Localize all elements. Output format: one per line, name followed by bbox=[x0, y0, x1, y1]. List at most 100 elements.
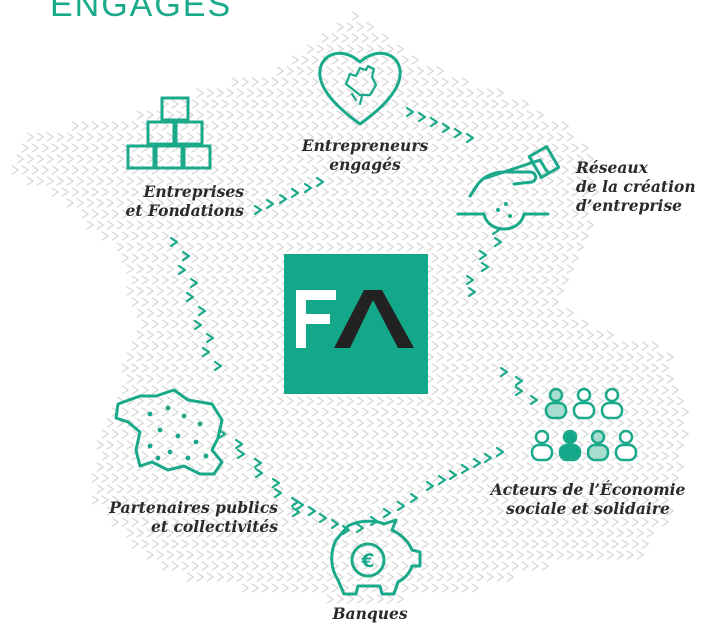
pattern-chevron bbox=[146, 176, 154, 186]
pattern-chevron bbox=[481, 429, 489, 439]
pattern-chevron bbox=[656, 462, 664, 472]
pattern-chevron bbox=[346, 418, 354, 428]
pattern-chevron bbox=[111, 165, 119, 175]
pattern-chevron bbox=[36, 132, 44, 142]
pattern-chevron bbox=[666, 352, 674, 362]
pattern-chevron bbox=[401, 451, 409, 461]
person-icon bbox=[614, 429, 638, 462]
pattern-chevron bbox=[161, 209, 169, 219]
pattern-chevron bbox=[526, 330, 534, 340]
pattern-chevron bbox=[341, 539, 349, 549]
pattern-chevron bbox=[276, 66, 284, 76]
pattern-chevron bbox=[321, 143, 329, 153]
pattern-chevron bbox=[526, 506, 534, 516]
pattern-chevron bbox=[501, 407, 509, 417]
pattern-chevron bbox=[616, 484, 624, 494]
pattern-chevron bbox=[626, 352, 634, 362]
pattern-chevron bbox=[516, 440, 524, 450]
pattern-chevron bbox=[261, 539, 269, 549]
pattern-chevron bbox=[471, 385, 479, 395]
pattern-chevron bbox=[576, 484, 584, 494]
pattern-chevron bbox=[221, 451, 229, 461]
pattern-chevron bbox=[466, 308, 474, 318]
pattern-chevron bbox=[351, 11, 359, 21]
pattern-chevron bbox=[291, 473, 299, 483]
pattern-chevron bbox=[266, 220, 274, 230]
pattern-chevron bbox=[341, 473, 349, 483]
pattern-chevron bbox=[491, 561, 499, 571]
pattern-chevron bbox=[271, 165, 279, 175]
pattern-chevron bbox=[276, 154, 284, 164]
pattern-chevron bbox=[381, 143, 389, 153]
pattern-chevron bbox=[446, 132, 454, 142]
pattern-chevron bbox=[226, 330, 234, 340]
pattern-chevron bbox=[456, 242, 464, 252]
pattern-chevron bbox=[391, 407, 399, 417]
pattern-chevron bbox=[136, 132, 144, 142]
pattern-chevron bbox=[586, 506, 594, 516]
pattern-chevron bbox=[546, 484, 554, 494]
pattern-chevron bbox=[486, 572, 494, 582]
pattern-chevron bbox=[336, 418, 344, 428]
pattern-chevron bbox=[526, 242, 534, 252]
pattern-chevron bbox=[671, 407, 679, 417]
pattern-chevron bbox=[441, 363, 449, 373]
pattern-chevron bbox=[106, 506, 114, 516]
pattern-chevron bbox=[251, 385, 259, 395]
pattern-chevron bbox=[221, 275, 229, 285]
pattern-chevron bbox=[181, 517, 189, 527]
pattern-chevron bbox=[566, 154, 574, 164]
pattern-chevron bbox=[571, 209, 579, 219]
pattern-chevron bbox=[601, 517, 609, 527]
pattern-chevron bbox=[101, 495, 109, 505]
pattern-chevron bbox=[131, 231, 139, 241]
pattern-chevron bbox=[516, 528, 524, 538]
pattern-chevron bbox=[486, 352, 494, 362]
pattern-chevron bbox=[586, 154, 594, 164]
pattern-chevron bbox=[441, 209, 449, 219]
pattern-chevron bbox=[341, 55, 349, 65]
pattern-chevron bbox=[436, 506, 444, 516]
pattern-chevron bbox=[521, 319, 529, 329]
pattern-chevron bbox=[326, 66, 334, 76]
pattern-chevron bbox=[256, 352, 264, 362]
pattern-chevron bbox=[151, 231, 159, 241]
pattern-chevron bbox=[486, 242, 494, 252]
pattern-chevron bbox=[541, 121, 549, 131]
pattern-chevron bbox=[386, 220, 394, 230]
pattern-chevron bbox=[161, 187, 169, 197]
pattern-chevron bbox=[361, 561, 369, 571]
pattern-chevron bbox=[151, 187, 159, 197]
pattern-chevron bbox=[521, 473, 529, 483]
pattern-chevron bbox=[426, 220, 434, 230]
pattern-chevron bbox=[86, 176, 94, 186]
pattern-chevron bbox=[71, 165, 79, 175]
pattern-chevron bbox=[526, 462, 534, 472]
pattern-chevron bbox=[421, 121, 429, 131]
pattern-chevron bbox=[276, 176, 284, 186]
pattern-chevron bbox=[496, 374, 504, 384]
pattern-chevron bbox=[426, 506, 434, 516]
pattern-chevron bbox=[436, 484, 444, 494]
pattern-chevron bbox=[421, 539, 429, 549]
pattern-chevron bbox=[156, 132, 164, 142]
pattern-chevron bbox=[501, 451, 509, 461]
pattern-chevron bbox=[91, 209, 99, 219]
pattern-chevron bbox=[221, 473, 229, 483]
pattern-chevron bbox=[376, 176, 384, 186]
pattern-chevron bbox=[266, 330, 274, 340]
pattern-chevron bbox=[546, 528, 554, 538]
pattern-chevron bbox=[606, 506, 614, 516]
person-icon bbox=[558, 429, 582, 462]
pattern-chevron bbox=[241, 253, 249, 263]
pattern-chevron bbox=[216, 220, 224, 230]
pattern-chevron bbox=[256, 418, 264, 428]
pattern-chevron bbox=[356, 462, 364, 472]
pattern-chevron bbox=[266, 308, 274, 318]
pattern-chevron bbox=[396, 198, 404, 208]
pattern-chevron bbox=[96, 440, 104, 450]
pattern-chevron bbox=[361, 451, 369, 461]
pattern-chevron bbox=[416, 220, 424, 230]
pattern-chevron bbox=[536, 110, 544, 120]
